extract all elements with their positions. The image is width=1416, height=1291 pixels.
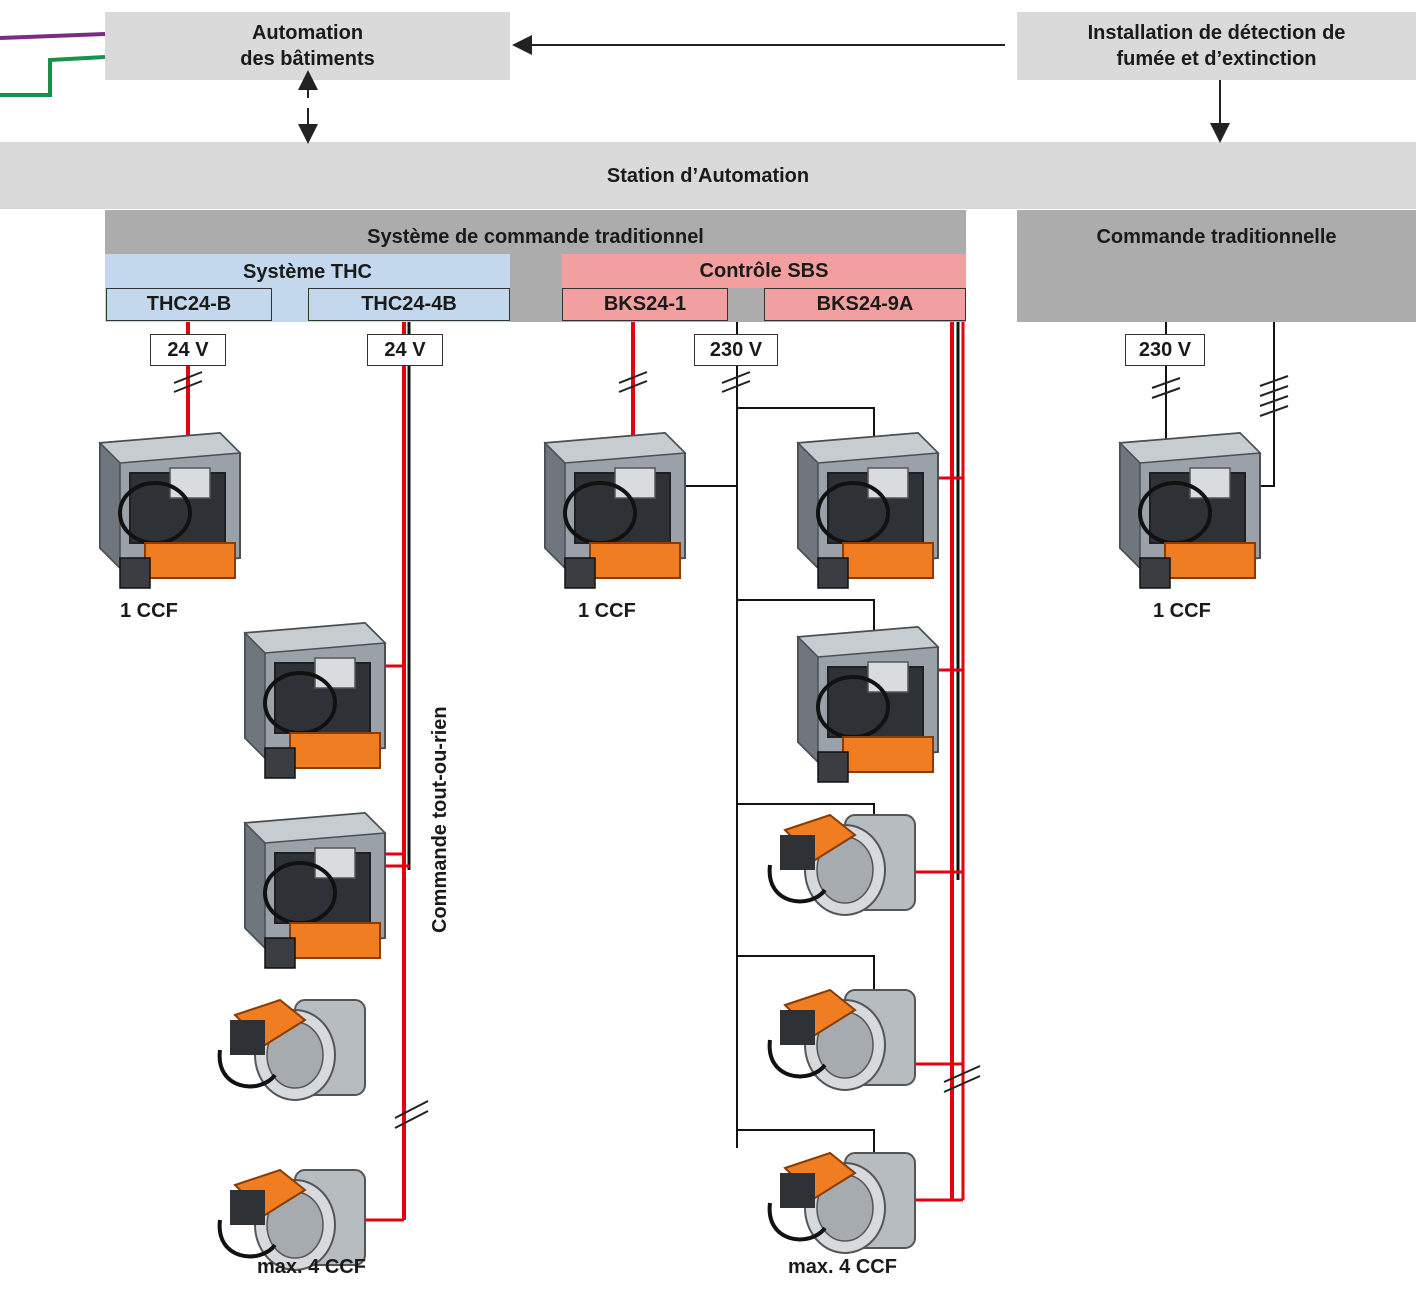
bks24-1-label: BKS24-1 <box>603 293 687 315</box>
building-automation-line2: des bâtiments <box>240 48 375 70</box>
square-fire-damper-icon <box>243 811 387 970</box>
voltage-24v-thc24-4b: 24 V <box>367 334 443 366</box>
traditional-single-count: 1 CCF <box>1153 600 1211 622</box>
square-fire-damper-icon <box>543 431 687 590</box>
square-fire-damper-icon <box>98 431 242 590</box>
thc24-4b-label: THC24-4B <box>361 293 457 315</box>
voltage-24v-thc24-b: 24 V <box>150 334 226 366</box>
thc24-b-module: THC24-B <box>106 288 272 321</box>
voltage-230v-traditional: 230 V <box>1125 334 1205 366</box>
sbs-control-box: Contrôle SBS <box>562 254 966 288</box>
voltage-230v-sbs-text: 230 V <box>709 338 763 361</box>
round-fire-damper-icon <box>217 1168 367 1272</box>
bks24-9a-module: BKS24-9A <box>764 288 966 321</box>
sbs-control-title: Contrôle SBS <box>699 260 829 282</box>
voltage-24v-thc24-b-text: 24 V <box>167 338 209 361</box>
automation-station-bar: Station d’Automation <box>0 142 1416 209</box>
square-fire-damper-icon <box>243 621 387 780</box>
round-fire-damper-icon <box>767 1151 917 1255</box>
smoke-detection-line1: Installation de détection de <box>1087 22 1346 44</box>
sbs-single-count: 1 CCF <box>578 600 636 622</box>
square-fire-damper-icon <box>796 625 940 784</box>
traditional-command-box: Commande traditionnelle <box>1017 210 1416 322</box>
building-automation-line1: Automation <box>251 22 364 44</box>
bks24-1-module: BKS24-1 <box>562 288 728 321</box>
voltage-230v-traditional-text: 230 V <box>1138 338 1192 361</box>
bks24-9a-label: BKS24-9A <box>816 293 914 315</box>
automation-station-label: Station d’Automation <box>606 164 810 187</box>
traditional-system-label: Système de commande traditionnel <box>367 226 704 248</box>
traditional-command-label: Commande traditionnelle <box>1096 226 1337 248</box>
square-fire-damper-icon <box>796 431 940 590</box>
thc-max-count: max. 4 CCF <box>257 1256 366 1278</box>
thc-single-count: 1 CCF <box>120 600 178 622</box>
smoke-detection-line2: fumée et d’extinction <box>1116 48 1317 70</box>
square-fire-damper-icon <box>1118 431 1262 590</box>
thc24-4b-module: THC24-4B <box>308 288 510 321</box>
round-fire-damper-icon <box>767 988 917 1092</box>
thc-system-title: Système THC <box>243 261 372 283</box>
thc24-b-label: THC24-B <box>146 293 232 315</box>
voltage-24v-thc24-4b-text: 24 V <box>384 338 426 361</box>
building-automation-box: Automation des bâtiments <box>105 12 510 80</box>
round-fire-damper-icon <box>217 998 367 1102</box>
round-fire-damper-icon <box>767 813 917 917</box>
on-off-command-label: Commande tout-ou-rien <box>429 706 451 933</box>
smoke-detection-box: Installation de détection de fumée et d’… <box>1017 12 1416 80</box>
voltage-230v-sbs: 230 V <box>694 334 778 366</box>
sbs-max-count: max. 4 CCF <box>788 1256 897 1278</box>
